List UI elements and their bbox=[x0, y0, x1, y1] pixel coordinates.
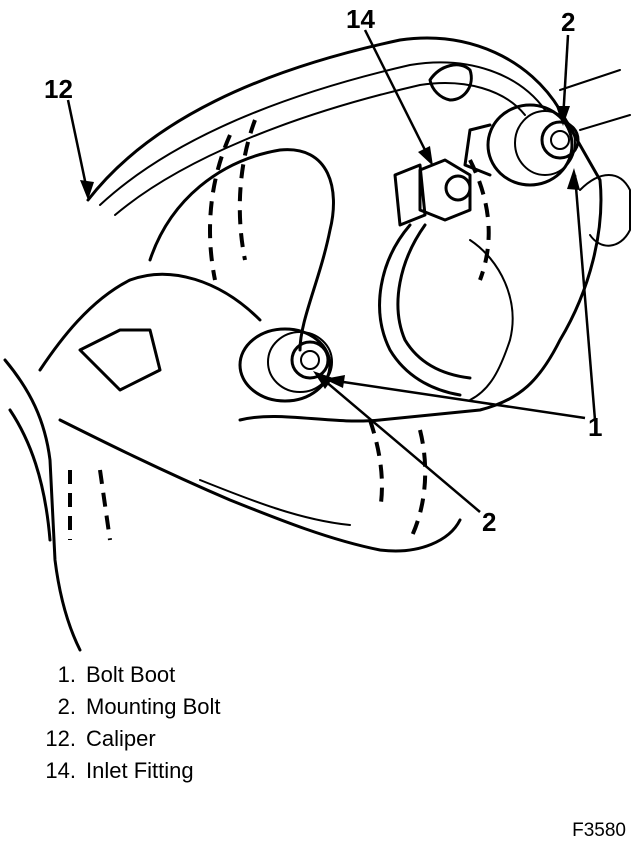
upper-bolt-boot-ring bbox=[514, 110, 576, 176]
leader-2-top-arrowhead bbox=[556, 106, 570, 126]
lower-bolt-boot-ring bbox=[267, 331, 333, 393]
callout-2-bottom: 2 bbox=[482, 507, 497, 537]
leader-14-arrowhead bbox=[418, 146, 433, 166]
upper-mounting-bolt bbox=[540, 120, 580, 160]
leader-1-upper bbox=[573, 174, 597, 421]
caliper-left-arm bbox=[38, 272, 262, 372]
callout-12: 12 bbox=[44, 74, 73, 104]
leader-2-bottom bbox=[317, 374, 481, 513]
legend-item: 12. Caliper bbox=[36, 726, 221, 758]
leader-2-bottom-arrowhead bbox=[313, 371, 333, 389]
caliper-upper-edge-2 bbox=[114, 82, 526, 216]
hidden-outline-3 bbox=[368, 419, 384, 511]
callout-14: 14 bbox=[346, 4, 375, 34]
upper-bolt-sleeve bbox=[463, 123, 492, 177]
caliper-upper-edge bbox=[99, 61, 546, 206]
legend-label: Caliper bbox=[86, 726, 156, 751]
caliper-lower-edge bbox=[199, 479, 351, 526]
leader-12 bbox=[66, 99, 90, 196]
hidden-outline-6 bbox=[98, 469, 112, 541]
brake-hose bbox=[378, 223, 462, 397]
hidden-outline-7 bbox=[468, 159, 491, 281]
hidden-outline-4 bbox=[408, 429, 428, 541]
legend-item: 14. Inlet Fitting bbox=[36, 758, 221, 790]
legend-label: Inlet Fitting bbox=[86, 758, 194, 783]
lower-bolt-boot bbox=[238, 327, 332, 403]
legend-number: 1. bbox=[57, 662, 76, 687]
legend-label: Bolt Boot bbox=[86, 662, 176, 687]
upper-bolt-hex bbox=[550, 130, 570, 150]
leader-2-top bbox=[561, 34, 570, 121]
caliper-rib-2 bbox=[559, 69, 621, 91]
legend-number: 14. bbox=[45, 758, 76, 783]
caliper-rib-3 bbox=[579, 114, 631, 131]
caliper-illustration bbox=[3, 29, 631, 652]
leader-14 bbox=[363, 29, 432, 161]
lower-mounting-bolt bbox=[290, 340, 330, 380]
leader-1-upper-arrowhead bbox=[567, 168, 580, 190]
hidden-outline-2 bbox=[237, 119, 257, 261]
inlet-fitting-nut bbox=[444, 174, 472, 202]
caliper-lower-body bbox=[58, 418, 462, 553]
caliper-inner-contour bbox=[148, 148, 335, 352]
callout-2-top: 2 bbox=[561, 7, 576, 37]
leader-1-lower bbox=[329, 378, 586, 420]
caliper-right-rib bbox=[579, 174, 631, 247]
hidden-outline-1 bbox=[208, 134, 232, 281]
figure-id: F3580 bbox=[572, 820, 626, 841]
hose-bracket bbox=[393, 163, 427, 227]
legend-number: 2. bbox=[57, 694, 76, 719]
knuckle-left-edge bbox=[3, 358, 82, 652]
upper-bolt-boot bbox=[486, 103, 574, 187]
hose-banjo-top bbox=[428, 63, 473, 102]
parts-legend: 1. Bolt Boot 2. Mounting Bolt 12. Calipe… bbox=[36, 662, 221, 790]
lower-bolt-hex bbox=[300, 350, 320, 370]
leader-12-arrowhead bbox=[80, 180, 94, 200]
legend-label: Mounting Bolt bbox=[86, 694, 221, 719]
caliper-mount-tab bbox=[78, 328, 162, 392]
brake-hose-inner bbox=[396, 223, 472, 380]
legend-item: 1. Bolt Boot bbox=[36, 662, 221, 694]
knuckle-left-edge-2 bbox=[8, 408, 52, 542]
caliper-body-outline bbox=[86, 36, 603, 423]
legend-item: 2. Mounting Bolt bbox=[36, 694, 221, 726]
callout-1: 1 bbox=[588, 412, 603, 442]
legend-number: 12. bbox=[45, 726, 76, 751]
inlet-fitting bbox=[418, 158, 472, 222]
caliper-right-surface bbox=[469, 239, 514, 401]
